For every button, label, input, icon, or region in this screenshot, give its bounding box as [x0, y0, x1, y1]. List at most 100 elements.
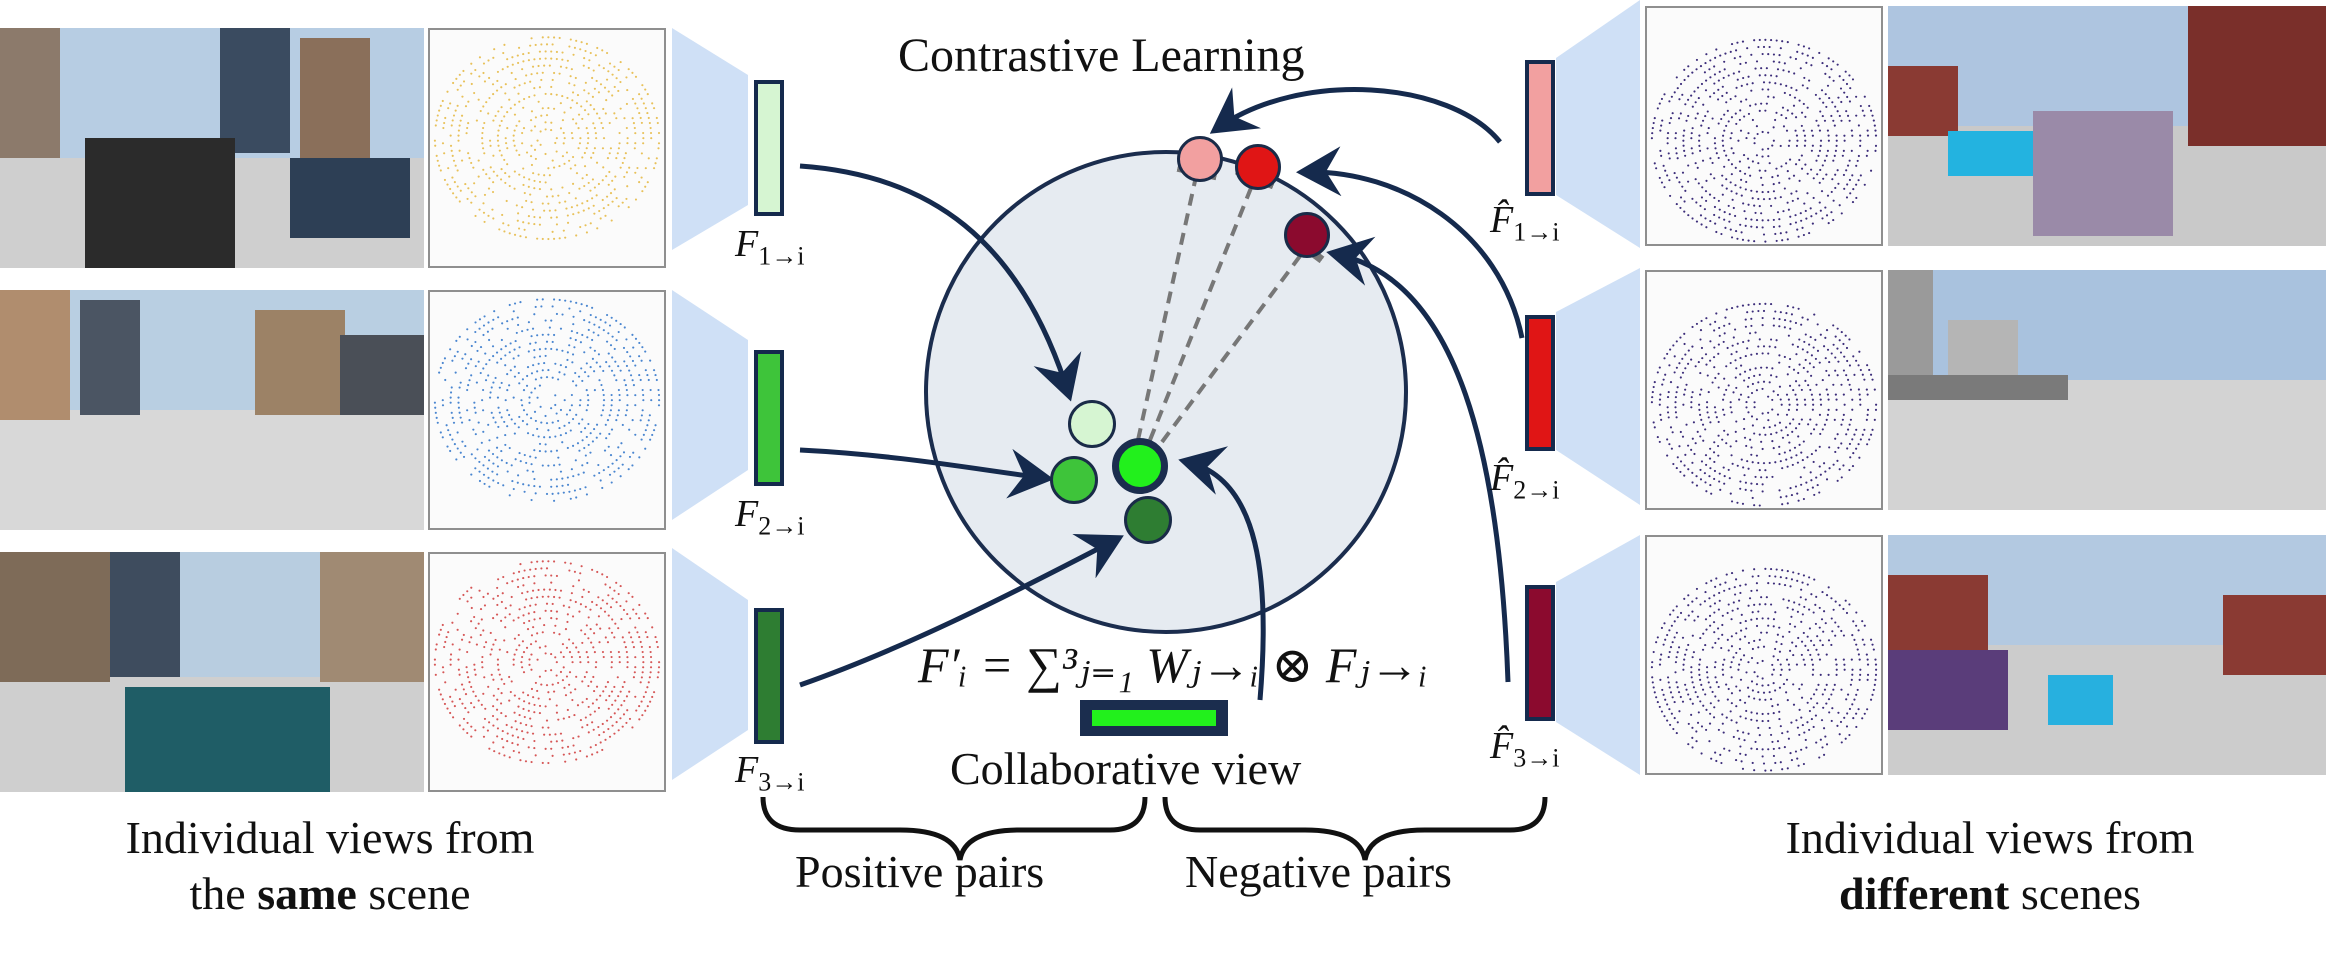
lidar-point: [598, 64, 601, 67]
lidar-point: [470, 596, 473, 599]
lidar-point: [1793, 72, 1796, 75]
lidar-point: [1700, 388, 1703, 391]
lidar-point: [1750, 353, 1753, 356]
lidar-point: [611, 597, 614, 600]
lidar-point: [1802, 631, 1805, 635]
lidar-point: [1668, 364, 1671, 367]
lidar-point: [531, 327, 535, 330]
lidar-point: [1705, 179, 1708, 182]
lidar-point: [1767, 155, 1770, 158]
lidar-point: [482, 629, 485, 632]
lidar-point: [607, 614, 610, 617]
lidar-point: [545, 492, 549, 496]
lidar-point: [555, 711, 559, 714]
lidar-point: [593, 474, 596, 477]
lidar-point: [1793, 601, 1796, 604]
lidar-point: [1810, 393, 1813, 396]
lidar-point: [1779, 663, 1782, 666]
lidar-point: [1653, 426, 1656, 429]
lidar-point: [593, 710, 596, 713]
lidar-point: [508, 756, 511, 759]
lidar-point: [470, 725, 473, 728]
lidar-point: [1721, 633, 1724, 636]
lidar-point: [1812, 668, 1815, 671]
lidar-point: [1778, 489, 1781, 492]
lidar-point: [1751, 424, 1754, 427]
lidar-point: [466, 409, 469, 412]
lidar-point: [570, 330, 573, 333]
lidar-point: [613, 65, 616, 68]
lidar-point: [515, 149, 518, 152]
lidar-point: [551, 230, 554, 233]
lidar-point: [1804, 163, 1807, 166]
lidar-point: [1832, 119, 1835, 122]
lidar-point: [626, 142, 629, 145]
lidar-point: [1815, 159, 1818, 162]
lidar-point: [1700, 346, 1704, 350]
lidar-point: [1730, 719, 1733, 722]
lidar-point: [508, 699, 511, 702]
lidar-point: [533, 94, 536, 97]
lidar-point: [1814, 93, 1817, 97]
lidar-point: [1701, 423, 1705, 426]
lidar-point: [521, 655, 524, 659]
lidar-point: [544, 747, 547, 750]
lidar-point: [1750, 711, 1753, 714]
lidar-point: [1662, 164, 1665, 167]
lidar-point: [1875, 668, 1878, 671]
lidar-point: [1850, 149, 1853, 152]
lidar-point: [1781, 436, 1785, 439]
lidar-point: [1751, 575, 1754, 578]
lidar-point: [1707, 681, 1710, 684]
lidar-point: [592, 331, 595, 334]
lidar-point: [1695, 322, 1699, 326]
lidar-point: [652, 167, 656, 170]
lidar-point: [484, 352, 487, 355]
lidar-point: [1810, 479, 1813, 482]
lidar-point: [500, 619, 503, 622]
lidar-point: [595, 361, 598, 364]
lidar-point: [619, 604, 622, 608]
lidar-point: [644, 350, 647, 353]
lidar-point: [517, 371, 520, 375]
lidar-point: [1713, 329, 1716, 332]
lidar-point: [631, 419, 634, 422]
lidar-point: [1827, 57, 1830, 60]
lidar-point: [1674, 132, 1677, 135]
right-scene-photo-1: [1888, 6, 2326, 246]
lidar-point: [1717, 352, 1720, 355]
node-positive-3: [1124, 496, 1172, 544]
lidar-point: [1866, 443, 1869, 446]
lidar-point: [550, 129, 553, 132]
lidar-point: [1815, 423, 1818, 426]
lidar-point: [574, 197, 577, 200]
lidar-point: [1732, 735, 1735, 739]
lidar-point: [1660, 418, 1663, 421]
lidar-point: [466, 590, 469, 593]
lidar-point: [585, 389, 588, 392]
lidar-point: [1774, 118, 1777, 122]
lidar-point: [1771, 398, 1774, 402]
lidar-point: [568, 307, 571, 310]
lidar-point: [571, 182, 575, 185]
lidar-point: [477, 622, 480, 625]
lidar-point: [492, 724, 495, 727]
lidar-point: [1678, 445, 1681, 448]
lidar-point: [1785, 658, 1789, 661]
lidar-point: [1720, 646, 1723, 650]
lidar-point: [1855, 95, 1858, 98]
lidar-point: [521, 330, 524, 333]
lidar-point: [474, 330, 477, 334]
node-positive-1: [1068, 400, 1116, 448]
lidar-point: [544, 50, 547, 53]
lidar-point: [1796, 228, 1799, 231]
lidar-point: [451, 416, 454, 419]
lidar-point: [1653, 162, 1656, 165]
lidar-point: [1715, 681, 1718, 684]
lidar-point: [585, 493, 588, 496]
lidar-point: [1668, 708, 1671, 711]
lidar-point: [1734, 578, 1738, 581]
lidar-point: [538, 450, 542, 453]
lidar-point: [441, 142, 445, 145]
lidar-point: [1755, 190, 1759, 193]
